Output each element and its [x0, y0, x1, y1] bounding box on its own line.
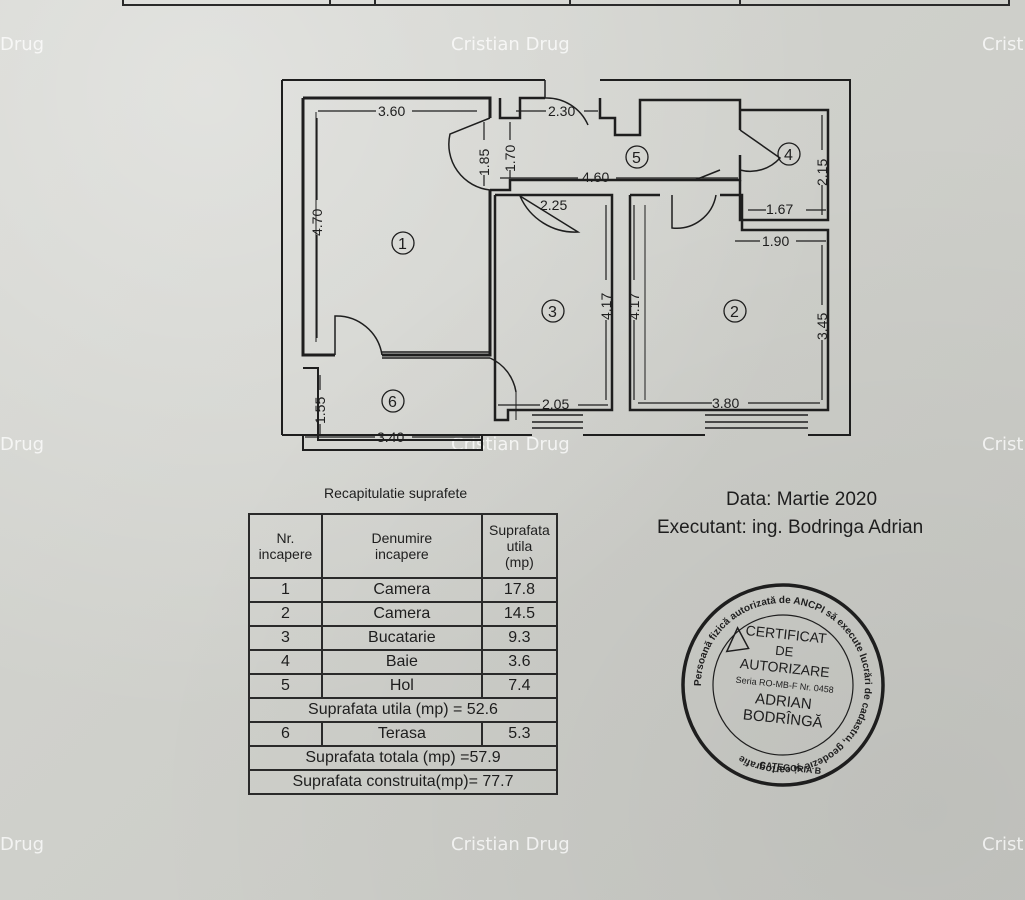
- watermark-center-bottom: Cristian Drug: [451, 834, 570, 855]
- room-6-number: 6: [388, 394, 397, 411]
- dim-3-60: 3.60: [378, 103, 405, 119]
- dim-3-80: 3.80: [712, 395, 739, 411]
- dim-1-85: 1.85: [476, 149, 492, 176]
- partial-table-top-edge: [122, 0, 1010, 6]
- room-3-number: 3: [548, 304, 557, 321]
- header-area: Suprafata utila (mp): [480, 513, 559, 579]
- table-header-row: Nr. incapere Denumire incapere Suprafata…: [248, 513, 559, 579]
- stamp-line-1: CERTIFICAT: [745, 622, 828, 646]
- room-2-number: 2: [730, 304, 739, 321]
- date-line: Data: Martie 2020: [726, 489, 878, 510]
- table-row: 1 Camera 17.8: [248, 577, 559, 603]
- dim-4-70: 4.70: [309, 209, 325, 236]
- dim-2-05: 2.05: [542, 396, 569, 412]
- table-row: 2 Camera 14.5: [248, 601, 559, 627]
- dim-2-25: 2.25: [540, 197, 567, 213]
- dim-1-67: 1.67: [766, 201, 793, 217]
- dim-1-70: 1.70: [502, 145, 518, 172]
- built-total-row: Suprafata construita(mp)= 77.7: [248, 769, 558, 795]
- watermark-left-top: Drug: [0, 34, 45, 55]
- watermark-left-bottom: Drug: [0, 834, 45, 855]
- room-5-number: 5: [632, 150, 641, 167]
- plan-walls: [281, 79, 851, 451]
- stamp-line-5: ADRIAN: [754, 690, 812, 713]
- dim-4-60: 4.60: [582, 169, 609, 185]
- dim-3-40: 3.40: [377, 429, 404, 445]
- dim-1-90: 1.90: [762, 233, 789, 249]
- dim-4-17-kitchen: 4.17: [598, 293, 614, 320]
- stamp-line-2: DE: [775, 643, 795, 660]
- watermark-right-bottom: Crist: [982, 834, 1024, 855]
- door-swings: [334, 80, 782, 393]
- dim-2-30: 2.30: [548, 103, 575, 119]
- watermark-right-middle: Crist: [982, 434, 1024, 455]
- dim-3-45: 3.45: [814, 313, 830, 340]
- watermark-left-middle: Drug: [0, 434, 45, 455]
- table-row: 5 Hol 7.4: [248, 673, 559, 699]
- room-number-circles: [381, 142, 801, 413]
- terrace-row: 6 Terasa 5.3: [248, 721, 559, 747]
- room-4-number: 4: [784, 147, 793, 164]
- authorization-stamp: Persoană fizică autorizată de ANCPI să e…: [681, 583, 885, 787]
- dim-1-55: 1.55: [312, 397, 328, 424]
- dim-2-15: 2.15: [814, 159, 830, 186]
- header-nr: Nr. incapere: [248, 513, 323, 579]
- grand-total-row: Suprafata totala (mp) =57.9: [248, 745, 558, 771]
- floor-plan: 3.60 2.30 4.60 1.67 1.90 2.25 2.05 3.80 …: [281, 79, 851, 451]
- room-1-number: 1: [398, 236, 407, 253]
- watermark-center-top: Cristian Drug: [451, 34, 570, 55]
- stamp-emblem-icon: [725, 626, 750, 653]
- recap-title: Recapitulatie suprafete: [324, 485, 468, 501]
- dimension-lines: [305, 110, 826, 438]
- header-name: Denumire incapere: [320, 513, 483, 579]
- dim-4-17-room2: 4.17: [626, 293, 642, 320]
- table-row: 3 Bucatarie 9.3: [248, 625, 559, 651]
- surface-recap-table: Nr. incapere Denumire incapere Suprafata…: [248, 513, 559, 795]
- executant-line: Executant: ing. Bodringa Adrian: [657, 517, 924, 538]
- watermark-right-top: Crist: [982, 34, 1024, 55]
- table-row: 4 Baie 3.6: [248, 649, 559, 675]
- useful-total-row: Suprafata utila (mp) = 52.6: [248, 697, 558, 723]
- stamp-line-6: BODRÎNGĂ: [742, 706, 823, 731]
